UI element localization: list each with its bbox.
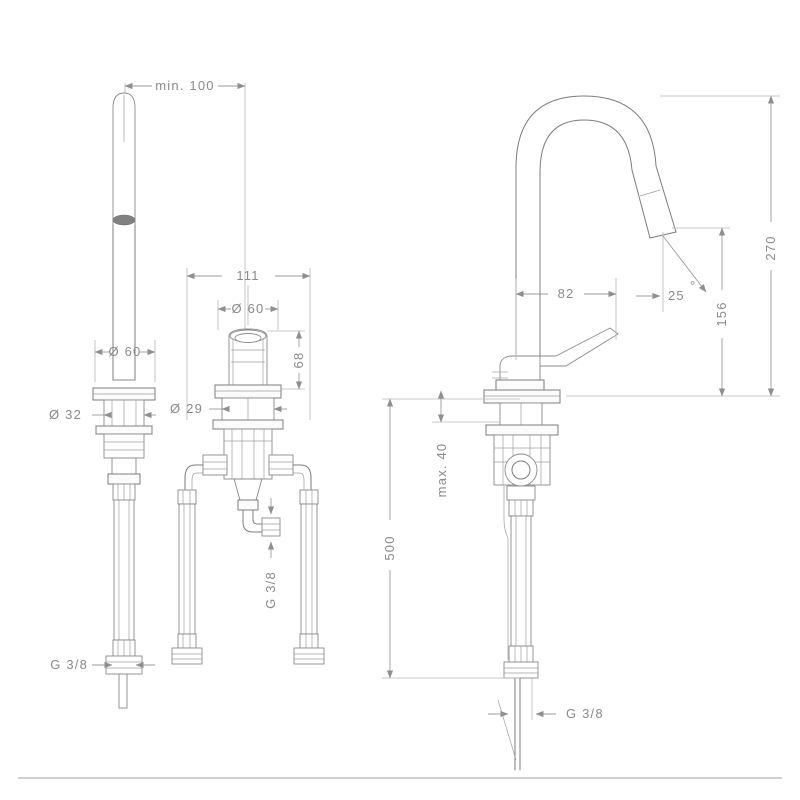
dim-label-dia-32: Ø 32	[49, 407, 82, 422]
dim-label-dia-29: Ø 29	[170, 401, 203, 416]
dim-label-g38-mid: G 3/8	[263, 571, 278, 609]
right-rod-3	[497, 699, 517, 761]
right-body-upper	[499, 355, 541, 381]
left-collar	[107, 473, 141, 485]
mid-ptrap-inner	[252, 509, 263, 525]
right-spout-inner	[539, 119, 651, 391]
left-view-group: min. 100 Ø 60 Ø 32	[49, 78, 246, 709]
dim-500: 500	[382, 398, 397, 679]
dim-156: 156	[714, 227, 729, 397]
dim-label-max-40: max. 40	[434, 443, 449, 498]
mid-valve-core	[223, 428, 273, 480]
leader-25-diag	[662, 235, 707, 293]
dim-dia-60-left: Ø 60	[94, 344, 156, 359]
mid-cap-inner-ellipse	[234, 333, 262, 343]
mid-right-connector	[268, 454, 294, 476]
dim-270: 270	[763, 95, 778, 397]
dim-g38-mid: G 3/8	[263, 498, 278, 609]
mid-cone	[233, 478, 263, 501]
mid-left-hose-curve-o	[184, 464, 204, 491]
left-lock-nut	[103, 433, 145, 459]
left-waste-rod	[118, 673, 128, 709]
left-washer-plate	[95, 425, 153, 435]
left-flex-hose	[113, 499, 135, 641]
mid-left-hose-coupler	[177, 489, 197, 505]
dim-label-500: 500	[382, 535, 397, 560]
right-spout-seam	[639, 189, 661, 197]
mid-left-hose-coupler-b	[177, 633, 197, 649]
dim-label-156: 156	[714, 301, 729, 326]
mid-escutcheon	[214, 384, 282, 399]
dim-label-g38-left: G 3/8	[50, 657, 88, 672]
dim-label-111: 111	[236, 268, 259, 283]
dim-111: 111	[186, 268, 311, 283]
dim-label-270: 270	[763, 235, 778, 260]
dim-min-100: min. 100	[124, 78, 246, 93]
left-spout-seal-ring	[112, 214, 136, 226]
dim-label-min-100: min. 100	[155, 78, 214, 93]
mid-mount-plate	[212, 419, 284, 430]
dim-label-25: 25	[668, 288, 685, 303]
mid-right-hose-coupler-b	[299, 633, 319, 649]
dim-label-dia-60-left: Ø 60	[109, 344, 142, 359]
mid-right-hose-coupler	[299, 489, 319, 505]
dim-dia-32: Ø 32	[49, 407, 156, 422]
right-spout-outer	[515, 95, 677, 391]
dim-dia-60-mid: Ø 60	[217, 301, 279, 316]
mid-right-hose-curve-i	[293, 472, 305, 490]
right-flex-hose	[510, 515, 532, 647]
right-pullrod	[503, 486, 509, 660]
mid-left-hose-nut	[171, 647, 203, 665]
right-escutcheon	[483, 389, 561, 404]
right-lower-block	[506, 485, 536, 501]
mid-left-connector	[202, 454, 228, 476]
mid-cap-body	[228, 328, 268, 386]
dim-label-82: 82	[558, 286, 575, 301]
mid-right-hose	[300, 503, 318, 635]
mid-left-hose-curve-i	[191, 472, 203, 490]
right-g38-nut	[503, 661, 539, 679]
right-mount-plate	[485, 424, 559, 436]
dim-label-dia-60-mid: Ø 60	[232, 301, 265, 316]
right-linkage-loop-inner	[511, 460, 531, 480]
mid-cone-collar	[237, 499, 259, 511]
dim-g38-right: G 3/8	[488, 706, 604, 721]
right-view-group: 270 156 25 ° 82 500	[382, 95, 780, 771]
dim-max-40: max. 40	[434, 390, 449, 498]
mid-ptrap-nut	[261, 517, 281, 537]
dim-label-68: 68	[291, 352, 306, 369]
mid-left-hose	[178, 503, 196, 635]
left-nut-lower	[111, 457, 137, 475]
right-body-collar	[495, 379, 545, 391]
dim-label-25-degree-symbol: °	[690, 278, 696, 293]
dim-g38-left: G 3/8	[50, 657, 155, 672]
mid-right-hose-curve-o	[292, 464, 312, 491]
dim-68: 68	[291, 330, 306, 390]
dim-dia-29: Ø 29	[170, 401, 287, 416]
mid-right-hose-nut	[293, 647, 325, 665]
right-lever-seam	[555, 327, 611, 357]
dim-label-g38-right: G 3/8	[566, 706, 604, 721]
left-spout-tube	[112, 92, 136, 381]
middle-view-group: 111 Ø 60 68	[170, 268, 325, 665]
mid-ptrap-outer	[242, 509, 263, 533]
dim-82: 82	[515, 286, 617, 301]
